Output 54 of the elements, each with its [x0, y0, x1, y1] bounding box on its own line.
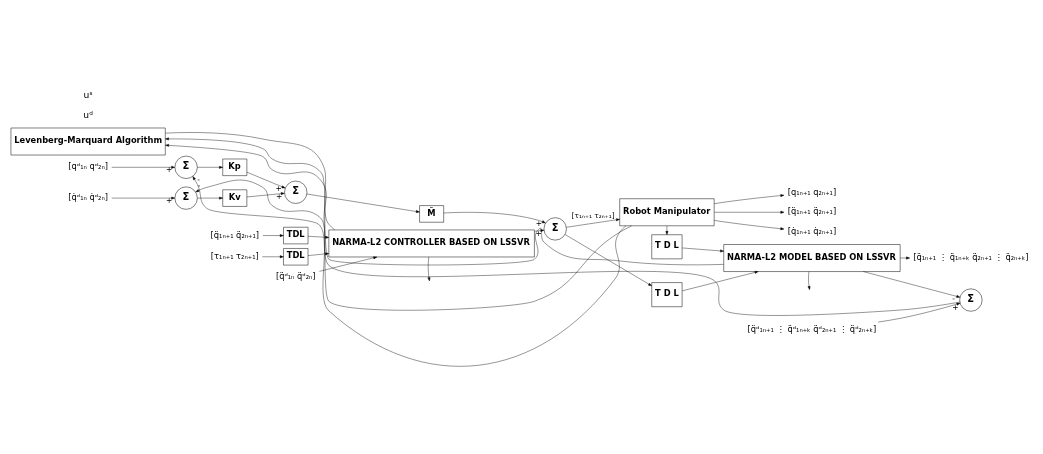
node-text: [q̈₁ₙ₊₁ q̈₂ₙ₊₁] [787, 205, 837, 216]
arrow [319, 255, 378, 272]
node-box: Robot Manipulator [619, 198, 715, 226]
arrow [682, 270, 759, 291]
arrow [195, 179, 632, 310]
node-box: Levenberg-Marquard Algorithm [10, 127, 166, 155]
node-circle: Σ [284, 180, 308, 204]
arrow [307, 235, 329, 239]
arrow [714, 219, 785, 230]
arrow [534, 228, 545, 232]
label: uᵈ [83, 109, 93, 120]
arrow [427, 256, 431, 281]
node-circle: Σ [959, 288, 983, 312]
arrow [262, 254, 284, 258]
node-text: [q̇ᵈ₁ₙ q̇ᵈ₂ₙ] [68, 191, 108, 202]
arrow [165, 143, 961, 316]
arrow [111, 165, 176, 169]
arrow [564, 233, 652, 286]
arrow [682, 247, 724, 252]
arrow [863, 270, 961, 298]
arrow [900, 256, 910, 259]
node-text: [q̈ᵈ₁ₙ₊₁ ⋮ q̈ᵈ₁ₙ₊ₖ q̈ᵈ₂ₙ₊₁ ⋮ q̈ᵈ₂ₙ₊ₖ] [747, 323, 877, 334]
arrow [443, 211, 546, 223]
node-box: TDL [283, 247, 309, 265]
arrow [246, 191, 285, 197]
node-box: TDL [283, 226, 309, 244]
node-box: Kp [222, 158, 248, 176]
node-box: Kv [222, 189, 248, 207]
node-text: [τ₁ₙ₊₁ τ₂ₙ₊₁] [210, 250, 259, 261]
arrow [197, 196, 223, 199]
node-text: [q̈₁ₙ₊₁ ⋮ q̈₁ₙ₊ₖ q̈₂ₙ₊₁ ⋮ q̈₂ₙ₊ₖ] [913, 251, 1029, 262]
node-text: [q̈₁ₙ₊₁ q̈₂ₙ₊₁] [210, 229, 260, 240]
arrow [165, 137, 724, 265]
node-text: [qᵈ₁ₙ qᵈ₂ₙ] [68, 160, 108, 171]
node-text: [q̈ᵈ₁ₙ q̈ᵈ₂ₙ] [275, 270, 316, 281]
arrow [111, 196, 176, 199]
arrow [714, 210, 785, 214]
arrow [197, 165, 223, 169]
arrow [262, 233, 284, 237]
arrow [807, 270, 811, 290]
arrow [246, 171, 286, 188]
node-box: M̂ [419, 204, 444, 222]
arrow [192, 175, 627, 366]
arrow [878, 302, 961, 322]
node-text: [q̇₁ₙ₊₁ q̇₂ₙ₊₁] [787, 225, 837, 236]
node-box: T D L [651, 281, 683, 307]
label: uˢ [83, 89, 93, 100]
arrow [714, 193, 785, 204]
arrow [306, 193, 420, 213]
connector [165, 131, 335, 230]
node-box: T D L [651, 233, 683, 259]
arrow [665, 225, 669, 235]
node-text: [q₁ₙ₊₁ q₂ₙ₊₁] [787, 186, 837, 197]
arrow [566, 217, 620, 227]
